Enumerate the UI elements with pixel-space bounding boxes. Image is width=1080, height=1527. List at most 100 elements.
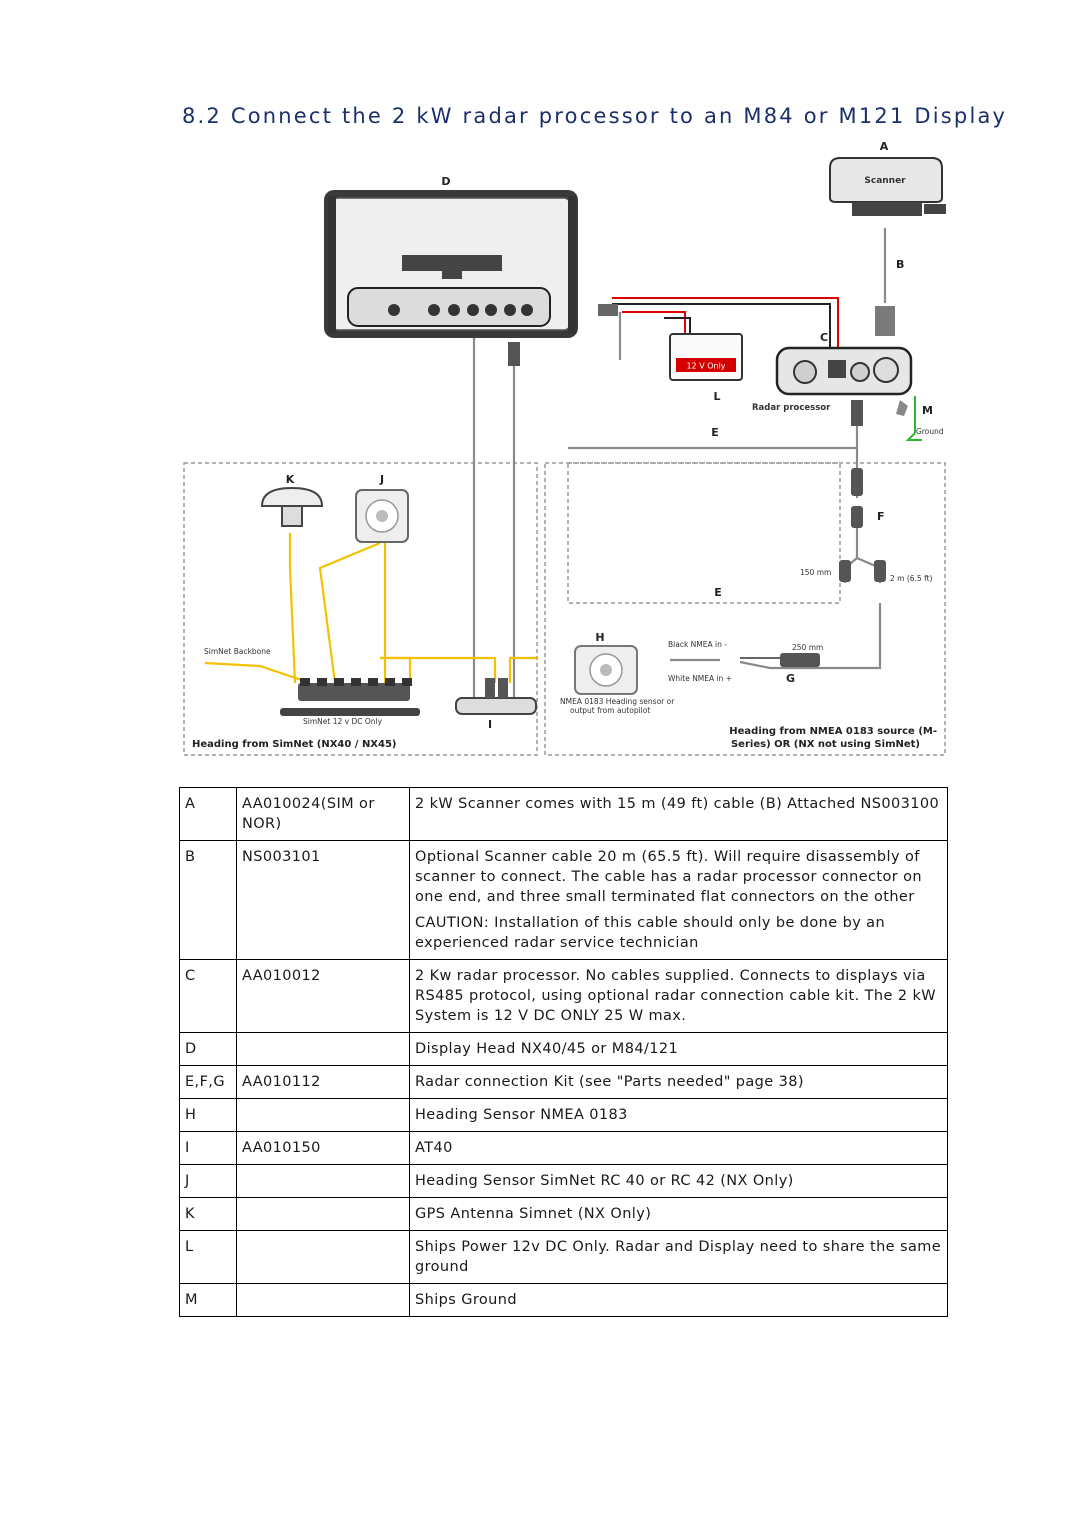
description-paragraph: Ships Ground bbox=[415, 1292, 517, 1308]
radar-scanner: Scanner bbox=[829, 157, 946, 216]
row-part-number bbox=[236, 1283, 410, 1317]
row-description: AT40 bbox=[409, 1131, 948, 1165]
description-paragraph: GPS Antenna Simnet (NX Only) bbox=[415, 1206, 652, 1222]
row-description: Ships Ground bbox=[409, 1283, 948, 1317]
connection-kit-box bbox=[567, 462, 841, 604]
gps-antenna bbox=[260, 486, 324, 527]
label-b: B bbox=[896, 258, 904, 271]
page-title: 8.2 Connect the 2 kW radar processor to … bbox=[182, 104, 1008, 128]
row-description: GPS Antenna Simnet (NX Only) bbox=[409, 1197, 948, 1231]
label-e-top: E bbox=[711, 426, 719, 439]
label-m: M bbox=[922, 404, 933, 417]
table-row: D Display Head NX40/45 or M84/121 bbox=[179, 1032, 948, 1066]
cable-150-label: 150 mm bbox=[800, 568, 831, 577]
row-part-number: NS003101 bbox=[236, 840, 410, 960]
label-h: H bbox=[595, 631, 604, 644]
black-nmea-label: Black NMEA in - bbox=[668, 640, 727, 649]
row-part-number bbox=[236, 1230, 410, 1284]
description-paragraph: 2 Kw radar processor. No cables supplied… bbox=[415, 968, 936, 1024]
description-paragraph: CAUTION: Installation of this cable shou… bbox=[415, 915, 886, 951]
row-key: E,F,G bbox=[179, 1065, 237, 1099]
cable-2m-label: 2 m (6.5 ft) bbox=[890, 574, 933, 583]
simnet-backbone-label: SimNet Backbone bbox=[204, 647, 271, 656]
row-part-number: AA010012 bbox=[236, 959, 410, 1033]
label-e-bottom: E bbox=[714, 586, 722, 599]
simnet-heading-sensor bbox=[355, 489, 409, 543]
row-description: Display Head NX40/45 or M84/121 bbox=[409, 1032, 948, 1066]
description-paragraph: Heading Sensor NMEA 0183 bbox=[415, 1107, 628, 1123]
row-key: H bbox=[179, 1098, 237, 1132]
row-part-number: AA010112 bbox=[236, 1065, 410, 1099]
row-key: M bbox=[179, 1283, 237, 1317]
caption-simnet-heading: Heading from SimNet (NX40 / NX45) bbox=[192, 739, 397, 750]
label-l: L bbox=[713, 390, 720, 403]
row-description: Optional Scanner cable 20 m (65.5 ft). W… bbox=[409, 840, 948, 960]
radar-processor-label: Radar processor bbox=[752, 403, 831, 413]
label-g: G bbox=[786, 672, 795, 685]
row-part-number: AA010024(SIM or NOR) bbox=[236, 787, 410, 841]
row-part-number bbox=[236, 1032, 410, 1066]
simnet-backbone-connectors bbox=[280, 678, 420, 716]
ground-label: Ground bbox=[916, 427, 944, 436]
row-description: Heading Sensor NMEA 0183 bbox=[409, 1098, 948, 1132]
row-description: Heading Sensor SimNet RC 40 or RC 42 (NX… bbox=[409, 1164, 948, 1198]
row-description: Ships Power 12v DC Only. Radar and Displ… bbox=[409, 1230, 948, 1284]
caption-nmea-heading-2: Series) OR (NX not using SimNet) bbox=[731, 739, 920, 750]
svg-text:Scanner: Scanner bbox=[864, 176, 906, 186]
description-paragraph: 2 kW Scanner comes with 15 m (49 ft) cab… bbox=[415, 796, 940, 812]
label-d: D bbox=[441, 175, 450, 188]
simnet-12v-label: SimNet 12 v DC Only bbox=[303, 717, 383, 726]
description-paragraph: Optional Scanner cable 20 m (65.5 ft). W… bbox=[415, 849, 922, 905]
label-k: K bbox=[286, 473, 295, 486]
row-part-number bbox=[236, 1164, 410, 1198]
nmea-heading-label-1: NMEA 0183 Heading sensor or bbox=[560, 697, 675, 706]
row-key: B bbox=[179, 840, 237, 960]
row-key: I bbox=[179, 1131, 237, 1165]
row-part-number bbox=[236, 1197, 410, 1231]
table-row: H Heading Sensor NMEA 0183 bbox=[179, 1098, 948, 1132]
cable-250-label: 250 mm bbox=[792, 643, 823, 652]
nmea-heading-label-2: output from autopilot bbox=[570, 706, 650, 715]
row-key: D bbox=[179, 1032, 237, 1066]
label-a: A bbox=[880, 140, 889, 153]
simnet-cables bbox=[204, 533, 537, 685]
row-key: K bbox=[179, 1197, 237, 1231]
display-head bbox=[324, 190, 618, 366]
caption-nmea-heading-1: Heading from NMEA 0183 source (M- bbox=[729, 726, 937, 737]
white-nmea-label: White NMEA in + bbox=[668, 674, 732, 683]
description-paragraph: Ships Power 12v DC Only. Radar and Displ… bbox=[415, 1239, 942, 1275]
row-description: Radar connection Kit (see "Parts needed"… bbox=[409, 1065, 948, 1099]
nmea-cable bbox=[740, 653, 820, 667]
y-cable bbox=[839, 468, 886, 582]
description-paragraph: Radar connection Kit (see "Parts needed"… bbox=[415, 1074, 804, 1090]
at40-device bbox=[455, 678, 537, 715]
label-f: F bbox=[877, 510, 885, 523]
battery-12v: 12 V Only bbox=[669, 333, 743, 381]
row-part-number bbox=[236, 1098, 410, 1132]
table-row: K GPS Antenna Simnet (NX Only) bbox=[179, 1197, 948, 1231]
table-row: M Ships Ground bbox=[179, 1283, 948, 1317]
row-description: 2 Kw radar processor. No cables supplied… bbox=[409, 959, 948, 1033]
label-i: I bbox=[488, 718, 492, 731]
row-key: J bbox=[179, 1164, 237, 1198]
description-paragraph: Display Head NX40/45 or M84/121 bbox=[415, 1041, 679, 1057]
row-key: A bbox=[179, 787, 237, 841]
label-j: J bbox=[379, 473, 384, 486]
row-key: L bbox=[179, 1230, 237, 1284]
radar-processor bbox=[775, 306, 913, 426]
row-description: 2 kW Scanner comes with 15 m (49 ft) cab… bbox=[409, 787, 948, 841]
power-wires bbox=[612, 297, 922, 441]
table-row: L Ships Power 12v DC Only. Radar and Disp… bbox=[179, 1230, 948, 1284]
simnet-heading-box bbox=[183, 462, 538, 756]
table-row: J Heading Sensor SimNet RC 40 or RC 42 (N… bbox=[179, 1164, 948, 1198]
row-key: C bbox=[179, 959, 237, 1033]
svg-text:12 V Only: 12 V Only bbox=[686, 362, 725, 371]
row-part-number: AA010150 bbox=[236, 1131, 410, 1165]
wiring-diagram: 12 V Only Scanner bbox=[180, 138, 950, 763]
